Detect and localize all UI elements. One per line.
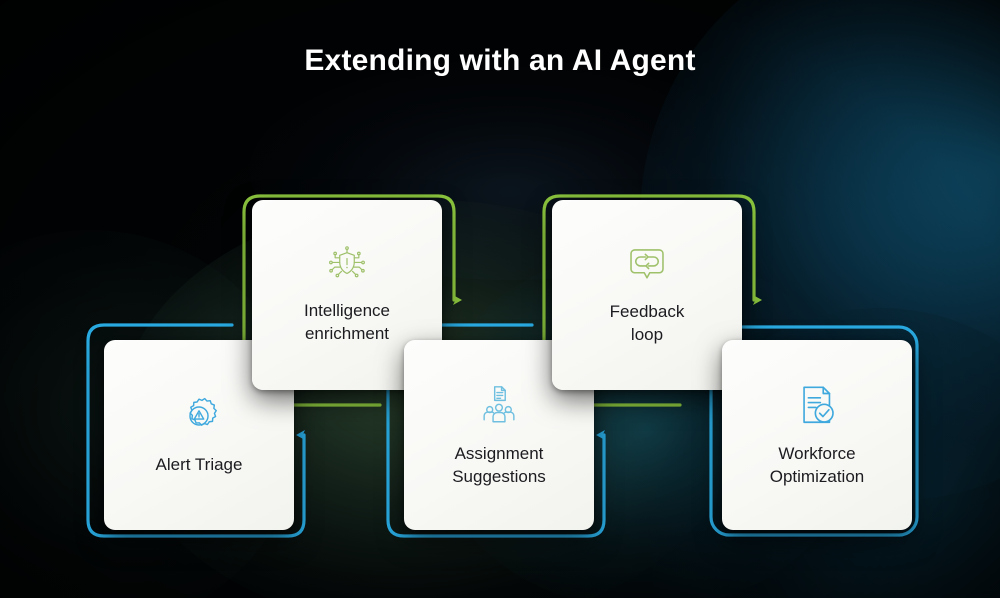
card-label-line2: enrichment [304,324,390,343]
card-label: Intelligence enrichment [294,299,400,346]
team-document-icon [476,382,522,428]
page-title: Extending with an AI Agent [304,44,696,77]
card-label-line1: Feedback [609,301,685,321]
connector-workforce-frame [709,325,919,537]
card-label: Workforce Optimization [760,442,874,489]
card-label-line1: Assignment [454,443,544,463]
card-label-line1: Workforce [778,443,856,463]
card-label: Alert Triage [155,455,243,475]
card-label: Assignment Suggestions [442,442,556,489]
gear-warning-icon [176,393,222,439]
card-label-line1: Intelligence [303,300,390,320]
card-label-line2: loop [630,325,664,344]
card-label-line2: Suggestions [452,467,546,486]
card-workforce-optimization[interactable]: Workforce Optimization [722,340,912,530]
document-check-icon [794,382,840,428]
speech-bubble-loop-icon [625,244,669,286]
card-label-line2: Optimization [769,467,865,486]
connector-alert-to-intelligence [86,323,306,538]
shield-alert-circuit-icon [325,245,369,285]
card-feedback-loop[interactable]: Feedback loop [552,200,742,390]
card-label: Feedback loop [600,300,695,347]
